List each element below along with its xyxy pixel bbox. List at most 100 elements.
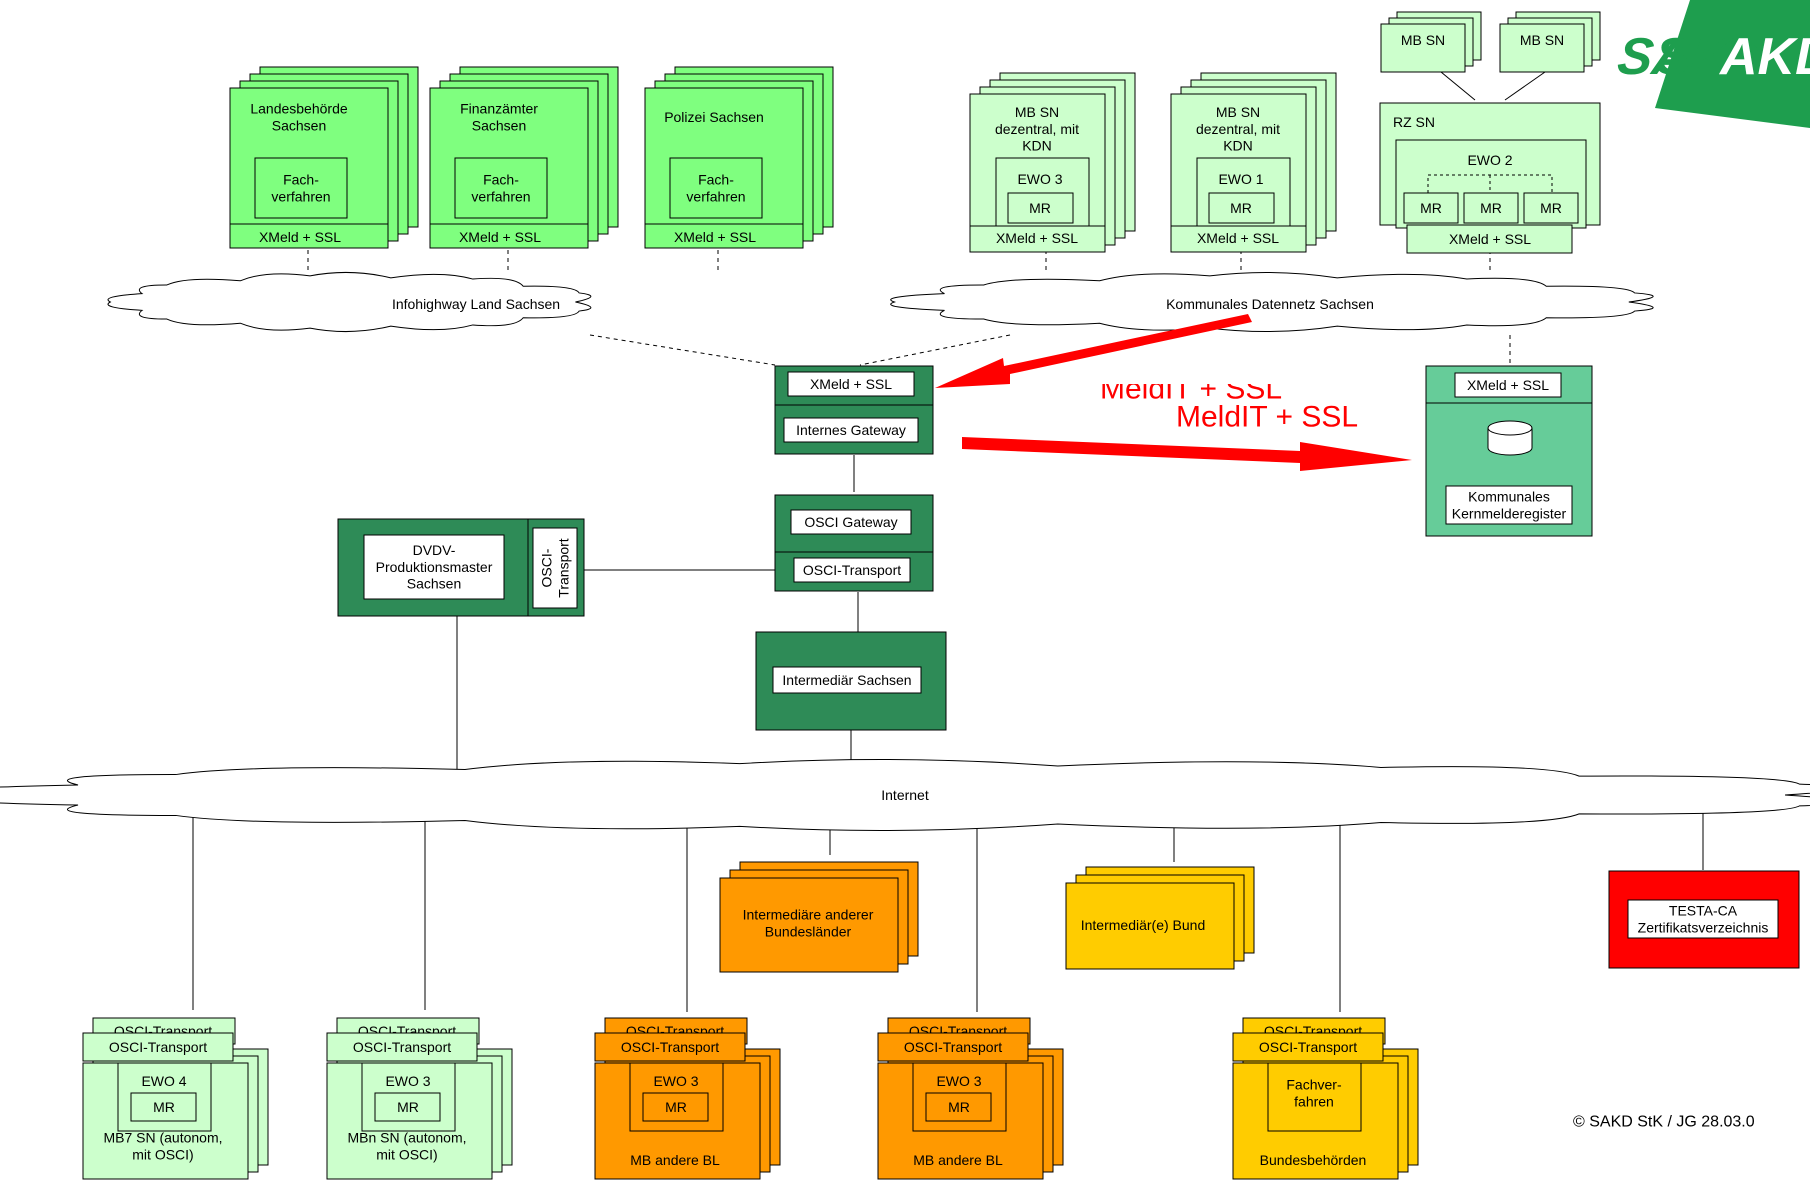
copyright: © SAKD StK / JG 28.03.0 [1573, 1114, 1755, 1131]
intermediaer-bund-label: Intermediär(e) Bund [1081, 917, 1206, 933]
bottom-label: MB andere BL [913, 1152, 1003, 1168]
connector [1504, 71, 1546, 101]
gateway-intern-box [783, 417, 919, 443]
dvdv-side-box [532, 527, 578, 609]
internet-cloud [0, 759, 1810, 831]
mr-label: MR [948, 1099, 970, 1115]
mr-label: MR [397, 1099, 419, 1115]
rz-footer: XMeld + SSL [1449, 231, 1531, 247]
landes-footer: XMeld + SSL [459, 229, 541, 245]
internet-label: Internet [881, 787, 929, 803]
intermediaer-sachsen-label-box [772, 666, 922, 694]
rz-title: RZ SN [1393, 114, 1435, 130]
landes-title: Polizei Sachsen [664, 109, 764, 125]
mr-dashed-link [1427, 174, 1553, 193]
mr-box [1463, 192, 1519, 224]
kmr-xmeld: XMeld + SSL [1467, 377, 1549, 393]
mb-sn-label: MB SN [1520, 32, 1564, 48]
fachverfahren-box [454, 157, 548, 219]
rz-footer-box [1406, 224, 1573, 254]
osci-header-label: OSCI-Transport [353, 1039, 451, 1055]
intermediaer-sachsen-label: Intermediär Sachsen [782, 672, 911, 688]
kdn-cloud [890, 271, 1654, 333]
infohighway-cloud [107, 271, 592, 333]
osci-header-box [877, 1032, 1029, 1062]
database-icon [1487, 420, 1533, 456]
dashed-connector [589, 334, 776, 366]
bottom-stack: OSCI-TransportOSCI-TransportFachver-fahr… [1232, 1017, 1419, 1180]
logo-text: SAKD [1614, 28, 1769, 86]
connectors [192, 71, 1704, 1012]
fachverfahren-box [669, 157, 763, 219]
intermediaere-bl-card-front [719, 877, 899, 973]
osci-header-box [594, 1032, 746, 1062]
kmr-label-box [1445, 485, 1573, 525]
osci-transport-label-box [793, 557, 911, 583]
osci-header-box [326, 1032, 478, 1062]
dvdv-side-label: OSCI-Transport [539, 538, 572, 598]
fachverfahren-box [254, 157, 348, 219]
mr-label: MR [1480, 200, 1502, 216]
komm-footer: XMeld + SSL [996, 230, 1078, 246]
osci-header-label: OSCI-Transport [109, 1039, 207, 1055]
dashed-connector [859, 334, 1011, 366]
ewo-label: EWO 3 [653, 1073, 698, 1089]
kdn-label: Kommunales Datennetz Sachsen [1166, 296, 1374, 312]
osci-transport-label: OSCI-Transport [803, 562, 901, 578]
logo-shape [1655, 0, 1810, 128]
mr-label: MR [1230, 200, 1252, 216]
mr-label: MR [665, 1099, 687, 1115]
osci-gw-label-box [790, 509, 912, 535]
bottom-label: MB andere BL [630, 1152, 720, 1168]
red-arrow-right [962, 437, 1412, 471]
sakd-logo: SAKDAKD S [1614, 0, 1810, 128]
bottom-label: MBn SN (autonom,mit OSCI) [347, 1130, 466, 1163]
mr-label: MR [1029, 200, 1051, 216]
landes-footer: XMeld + SSL [259, 229, 341, 245]
logo-text-white: AKD [1718, 28, 1810, 86]
fachverfahren-label: Fachver-fahren [1286, 1077, 1342, 1110]
gateway-xmeld: XMeld + SSL [810, 376, 892, 392]
database-icon-rim [1487, 427, 1533, 436]
inner-box [1267, 1062, 1362, 1132]
intermediaer-bund-card-front [1065, 882, 1235, 970]
osci-header-box [1232, 1032, 1384, 1062]
ewo-label: EWO 4 [141, 1073, 186, 1089]
gateway-xmeld-box [787, 371, 915, 397]
connector [1440, 71, 1476, 101]
logo-text-s: S [1656, 28, 1691, 86]
mr-box [1208, 192, 1275, 224]
landes-footer: XMeld + SSL [674, 229, 756, 245]
fachverfahren-label: Fach-verfahren [271, 172, 330, 205]
mb-sn-card-front [1380, 23, 1466, 73]
osci-gw-label: OSCI Gateway [804, 514, 897, 530]
bottom-label: MB7 SN (autonom,mit OSCI) [103, 1130, 222, 1163]
mr-box [1523, 192, 1579, 224]
mr-box [1007, 192, 1074, 224]
osci-header-box [82, 1032, 234, 1062]
komm-footer: XMeld + SSL [1197, 230, 1279, 246]
mr-box [1403, 192, 1459, 224]
mr-box [130, 1092, 197, 1122]
